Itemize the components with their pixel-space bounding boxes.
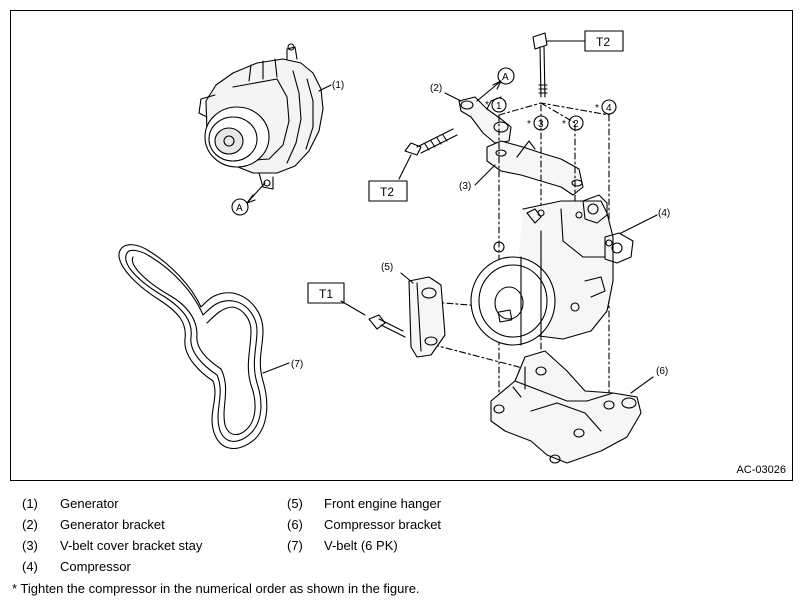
reference-a-marker: [231, 198, 249, 216]
bracket-stay-part: [474, 140, 584, 196]
legend-num: (7): [287, 538, 303, 553]
legend-text: V-belt cover bracket stay: [60, 538, 203, 553]
order-1-label: 1: [496, 101, 502, 112]
legend-num: (6): [287, 517, 303, 532]
legend-text: Generator: [60, 496, 119, 511]
order-3-marker: [533, 115, 549, 131]
exploded-view-drawing: (1) (2) (3) (4) (5) (6) (7) A A T2 T2 T1…: [118, 30, 670, 464]
diagram-frame: (1) (2) (3) (4) (5) (6) (7) A A T2 T2 T1…: [10, 10, 793, 481]
callout-4: (4): [658, 208, 670, 219]
t1-box: [307, 282, 345, 304]
footnote: * Tighten the compressor in the numerica…: [12, 581, 420, 596]
order-1-marker: [491, 97, 507, 113]
torque-t2-top: T2: [596, 35, 610, 49]
legend-num: (5): [287, 496, 303, 511]
torque-t1: T1: [319, 287, 333, 301]
order-4-marker: [601, 99, 617, 115]
v-belt-part: [118, 244, 268, 450]
generator-part: [198, 43, 332, 190]
legend-num: (2): [22, 517, 38, 532]
order-star: *: [527, 119, 531, 130]
callout-6: (6): [656, 366, 668, 377]
compressor-bracket-part: [490, 350, 642, 464]
order-star: *: [485, 100, 489, 111]
callout-3: (3): [459, 181, 471, 192]
legend-num: (4): [22, 559, 38, 574]
t2-left-box: [368, 180, 408, 202]
callout-1: (1): [332, 80, 344, 91]
reference-a-label: A: [502, 72, 509, 83]
order-2-label: 2: [573, 119, 579, 130]
torque-t2-left: T2: [380, 185, 394, 199]
compressor-part: [470, 194, 634, 346]
figure-id: AC-03026: [736, 464, 786, 476]
order-3-label: 3: [538, 119, 544, 130]
callout-2: (2): [430, 83, 442, 94]
legend-text: Generator bracket: [60, 517, 165, 532]
t2-top-box: [584, 30, 624, 52]
legend-num: (3): [22, 538, 38, 553]
reference-a-label: A: [236, 203, 243, 214]
legend-text: V-belt (6 PK): [324, 538, 398, 553]
bolt-top: [532, 32, 548, 98]
order-4-label: 4: [606, 103, 612, 114]
reference-a-marker: [497, 67, 515, 85]
order-star: *: [562, 119, 566, 130]
order-star: *: [595, 103, 599, 114]
callout-5: (5): [381, 262, 393, 273]
bolt-left: [404, 128, 458, 156]
legend-text: Front engine hanger: [324, 496, 442, 511]
engine-hanger-part: [408, 276, 446, 358]
callout-7: (7): [291, 359, 303, 370]
bolt-t1: [368, 314, 406, 338]
legend-num: (1): [22, 496, 38, 511]
order-2-marker: [568, 115, 584, 131]
legend-text: Compressor: [60, 559, 131, 574]
legend-text: Compressor bracket: [324, 517, 442, 532]
